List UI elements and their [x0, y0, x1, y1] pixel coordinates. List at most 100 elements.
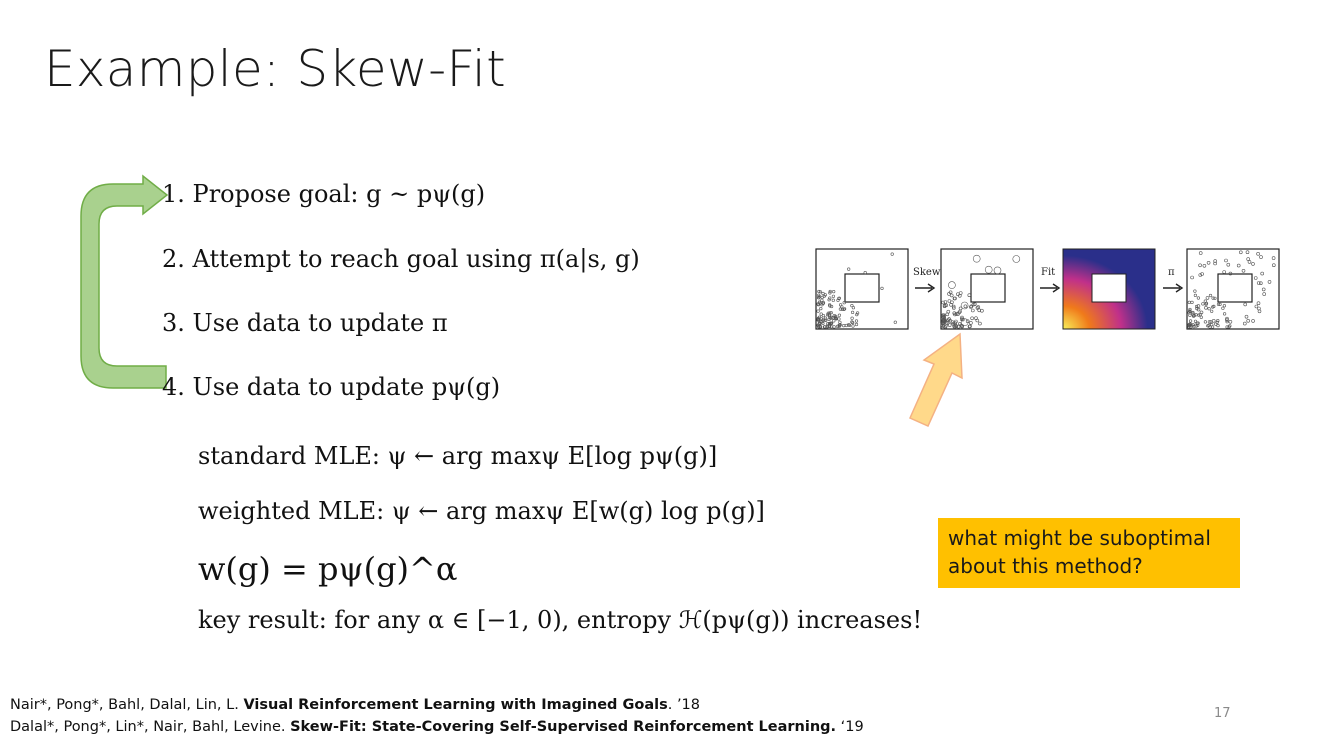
sample-dot: [1228, 271, 1233, 276]
sample-dot: [1213, 261, 1217, 266]
sample-dot: [953, 325, 957, 329]
sample-dot: [1203, 320, 1208, 324]
sample-dot: [1225, 316, 1229, 321]
sample-dot: [817, 300, 822, 304]
sample-dot: [980, 308, 984, 313]
sample-dot: [851, 324, 855, 328]
sample-dot: [1215, 320, 1219, 324]
fit-label: Fit: [1041, 267, 1055, 278]
sample-dot: [1216, 302, 1221, 306]
standard-mle: standard MLE: ψ ← arg maxψ E[log pψ(g)]: [198, 442, 718, 470]
sample-dot: [1224, 258, 1228, 263]
sample-dot: [1228, 320, 1233, 324]
reference-1: Nair*, Pong*, Bahl, Dalal, Lin, L. Visua…: [10, 697, 701, 713]
sample-dot: [961, 317, 965, 322]
sample-dot: [842, 301, 846, 305]
sample-dot: [1257, 306, 1261, 311]
sample-dot: [1247, 260, 1252, 264]
arrow-right-icon: [1040, 283, 1061, 293]
sample-dot: [850, 316, 854, 320]
sample-dot: [960, 315, 964, 320]
weight-formula: w(g) = pψ(g)^α: [198, 550, 458, 588]
sample-dot: [967, 293, 972, 298]
sample-dot: [1251, 262, 1255, 266]
reference-2: Dalal*, Pong*, Lin*, Nair, Bahl, Levine.…: [10, 719, 864, 735]
sample-dot: [1190, 300, 1194, 305]
sample-dot: [1210, 309, 1214, 313]
sample-dot: [1251, 319, 1255, 323]
sample-dot: [818, 325, 822, 329]
sample-dot: [820, 303, 824, 307]
step-3: 3. Use data to update π: [162, 309, 448, 337]
sample-dot: [1198, 273, 1203, 277]
sample-dot: [816, 317, 820, 321]
sample-dot: [831, 298, 835, 302]
sample-dot: [1271, 256, 1276, 260]
sample-dot: [975, 306, 980, 310]
sample-dot: [851, 321, 855, 325]
sample-dot: [890, 252, 894, 256]
sample-dot: [1188, 307, 1192, 312]
sample-dot: [823, 318, 827, 322]
sample-dot: [973, 302, 977, 306]
sample-dot: [958, 309, 962, 314]
sample-dot: [1191, 314, 1196, 318]
sample-dot: [945, 321, 950, 325]
sample-dot: [1226, 262, 1231, 267]
loop-arrow-icon: [80, 174, 169, 389]
sample-dot: [976, 305, 981, 309]
sample-dot: [1195, 304, 1199, 309]
sample-dot: [1195, 321, 1199, 325]
sample-dot: [1222, 304, 1227, 308]
sample-dot: [825, 325, 829, 329]
references: Nair*, Pong*, Bahl, Dalal, Lin, L. Visua…: [10, 694, 864, 738]
sample-dot: [863, 270, 867, 275]
sample-dot: [993, 266, 1002, 275]
slide-title: Example: Skew-Fit: [44, 40, 506, 98]
sample-dot: [974, 316, 978, 320]
sample-dot: [834, 317, 838, 321]
sample-dot: [950, 320, 955, 324]
step-2: 2. Attempt to reach goal using π(a|s, g): [162, 245, 640, 273]
sample-dot: [829, 321, 833, 325]
sample-dot: [1187, 324, 1192, 328]
sample-dot: [832, 289, 836, 294]
arrow-right-icon: [1163, 283, 1184, 293]
sample-dot: [1253, 276, 1258, 280]
sample-dot: [1260, 271, 1265, 276]
sample-dot: [1193, 319, 1198, 323]
sample-dot: [1261, 287, 1266, 292]
sample-dot: [1201, 302, 1205, 306]
sample-dot: [971, 308, 975, 313]
sample-dot: [1218, 302, 1222, 307]
sample-dot: [1256, 281, 1261, 285]
sample-dot: [828, 291, 832, 295]
step-4: 4. Use data to update pψ(g): [162, 373, 501, 401]
sample-dot: [1258, 281, 1263, 286]
sample-dot: [1244, 314, 1249, 319]
sample-dot: [1213, 296, 1217, 300]
sample-dot: [850, 303, 854, 308]
sample-dot: [893, 320, 897, 324]
sample-dot: [819, 312, 823, 316]
sample-dot: [972, 254, 981, 263]
sample-dot: [1245, 250, 1250, 254]
sample-dot: [827, 298, 831, 302]
sample-dot: [951, 304, 956, 309]
sample-dot: [1222, 270, 1227, 274]
sample-dot: [984, 265, 993, 274]
sample-dot: [819, 306, 823, 311]
sample-dot: [837, 313, 842, 317]
sample-dot: [942, 323, 946, 328]
sample-dot: [1259, 255, 1263, 259]
sample-dot: [963, 304, 968, 309]
sample-dot: [947, 292, 951, 296]
sample-dot: [1238, 250, 1243, 255]
sample-dot: [959, 323, 963, 328]
sample-dot: [1236, 263, 1241, 268]
callout-line-1: what might be suboptimal: [948, 526, 1211, 550]
sample-dot: [1196, 304, 1201, 308]
sample-dot: [1221, 306, 1225, 310]
sample-dot: [941, 315, 945, 319]
sample-dot: [826, 322, 830, 326]
